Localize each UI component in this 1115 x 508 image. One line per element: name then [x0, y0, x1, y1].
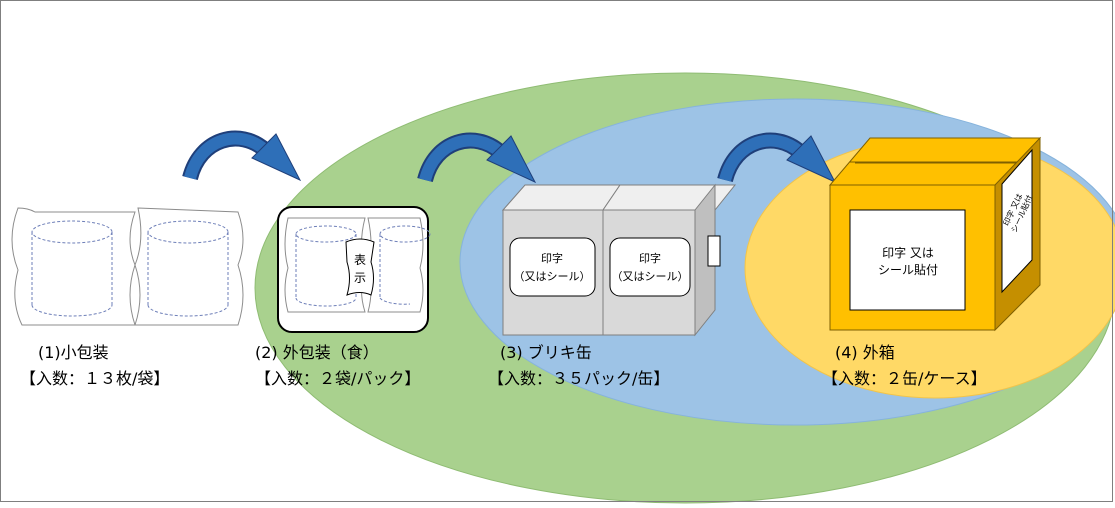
box-front-label-line2: シール貼付: [878, 262, 938, 277]
stage3-qty: 【入数：３５パック/缶】: [488, 369, 669, 388]
arrow-3-icon: [717, 132, 837, 184]
display-label-line1: 表: [354, 253, 366, 267]
can-print-label-2b: （又はシール）: [612, 270, 689, 283]
can-print-label-1a: 印字: [541, 251, 563, 265]
stage4-qty: 【入数：２缶/ケース】: [822, 369, 987, 388]
can-print-label-1b: （又はシール）: [514, 270, 591, 283]
stage3-title: (3) ブリキ缶: [500, 343, 592, 362]
arrow-1-icon: [182, 130, 302, 182]
arrow-2-icon: [417, 132, 537, 184]
can-print-label-2a: 印字: [639, 251, 661, 265]
display-label-shape: [345, 238, 375, 296]
stage2-title: (2) 外包装（食）: [255, 343, 379, 362]
stage1-title: (1)小包装: [38, 343, 109, 362]
stage1-qty: 【入数：１３枚/袋】: [20, 369, 169, 388]
outer-pack-illustration: 表 示: [277, 206, 431, 333]
display-label-line2: 示: [354, 271, 366, 285]
small-pack-illustration: [11, 207, 244, 326]
stage4-title: (4) 外箱: [835, 343, 895, 362]
tin-can-illustration: 印字 （又はシール） 印字 （又はシール）: [501, 183, 737, 337]
stage2-qty: 【入数：２袋/パック】: [255, 369, 420, 388]
box-front-label-line1: 印字 又は: [882, 245, 934, 260]
outer-box-illustration: 印字 又は シール貼付 印字 又は シール貼付: [828, 136, 1042, 332]
